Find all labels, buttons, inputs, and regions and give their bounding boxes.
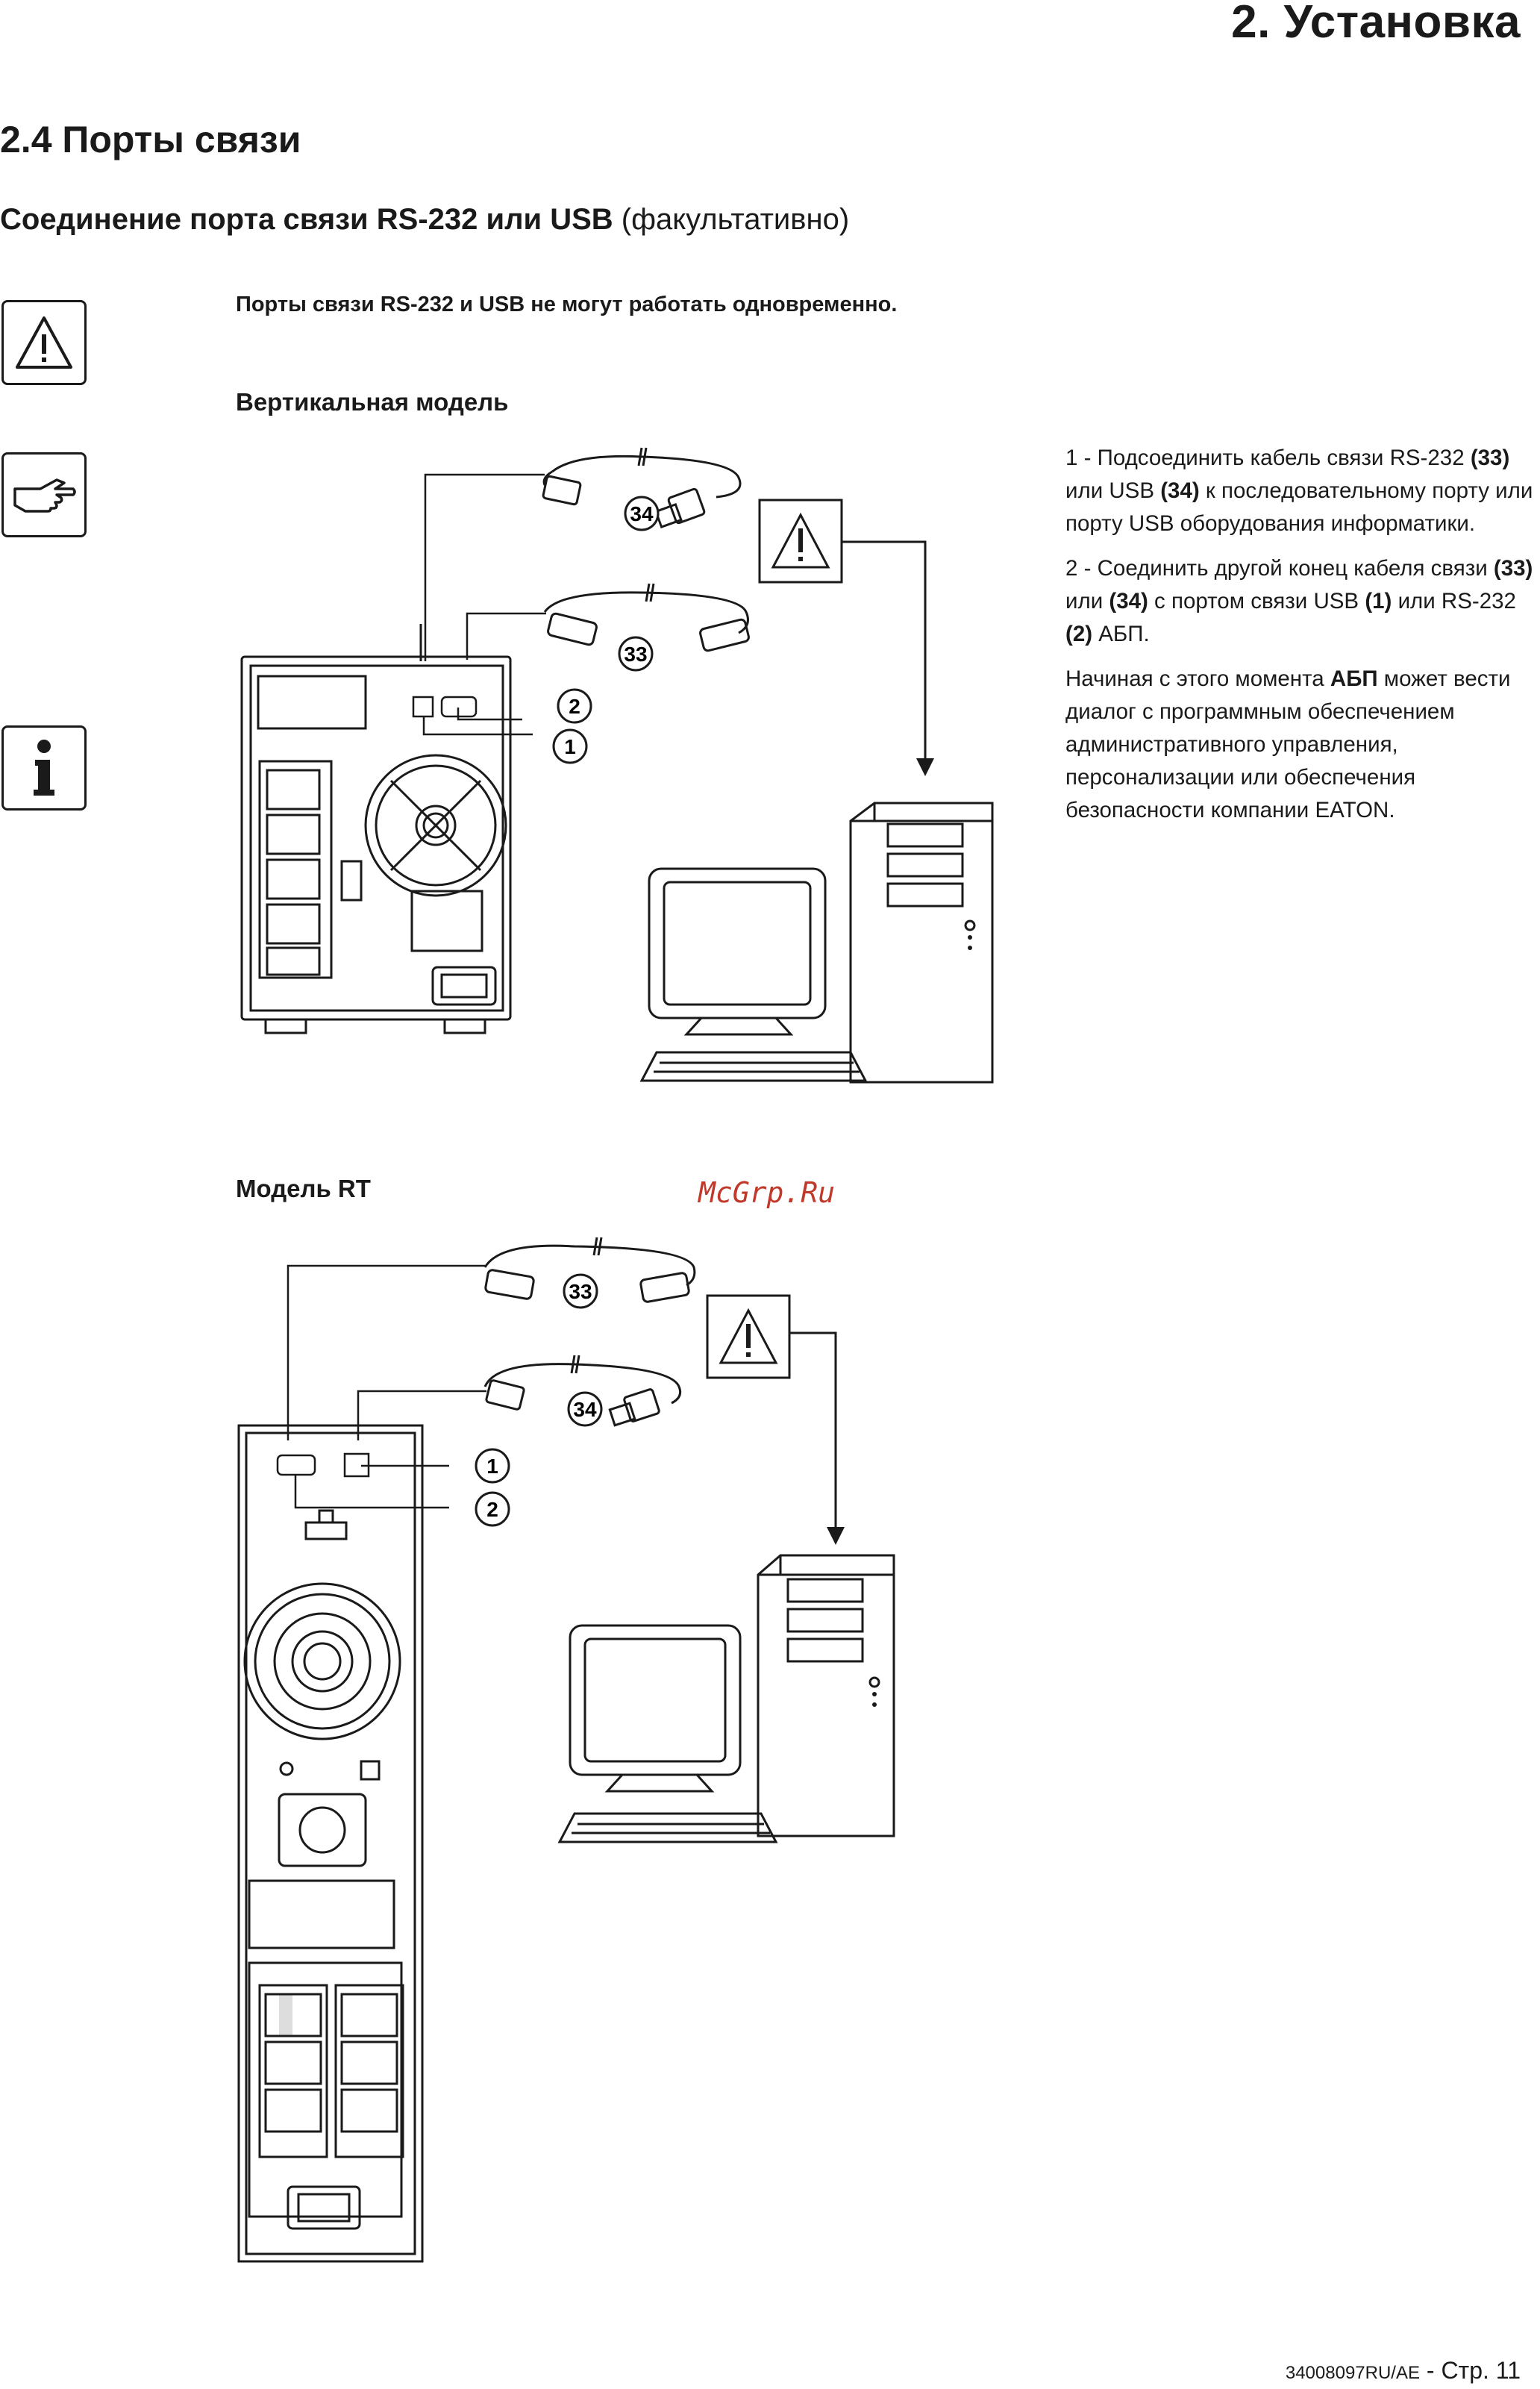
svg-text:1: 1 — [564, 735, 576, 758]
instructions: 1 - Подсоединить кабель связи RS-232 (33… — [1065, 442, 1540, 839]
callout-33: 33 — [563, 1273, 598, 1309]
step-2: 2 - Соединить другой конец кабеля связи … — [1065, 556, 1533, 646]
subtitle: Соединение порта связи RS-232 или USB (ф… — [0, 203, 849, 237]
usb-cable-34 — [483, 1355, 682, 1427]
note: Начиная с этого момента АБП может вести … — [1065, 666, 1511, 822]
usb-cable-34 — [542, 447, 742, 529]
pc-tower — [849, 802, 994, 1084]
warning-note: Порты связи RS-232 и USB не могут работа… — [236, 293, 898, 316]
subtitle-bold: Соединение порта связи RS-232 или USB — [0, 203, 613, 236]
callout-1: 1 — [475, 1448, 510, 1484]
callout-34: 34 — [567, 1391, 603, 1427]
callout-2: 2 — [475, 1491, 510, 1527]
vertical-model-diagram: 34 33 2 1 — [240, 447, 994, 1084]
callout-1: 1 — [552, 728, 588, 764]
callout-2: 2 — [557, 688, 592, 724]
watermark: McGrp.Ru — [698, 1176, 836, 1209]
svg-text:1: 1 — [486, 1455, 498, 1478]
pc-tower — [757, 1554, 895, 1837]
subtitle-normal: (факультативно) — [613, 203, 850, 236]
monitor — [639, 867, 868, 1082]
monitor — [557, 1624, 778, 1843]
section-title: 2.4 Порты связи — [0, 119, 301, 160]
rt-model-diagram: 33 34 1 2 — [237, 1237, 895, 2263]
svg-text:2: 2 — [569, 695, 580, 718]
page-number: - Стр. 11 — [1420, 2357, 1521, 2384]
rs232-cable-33 — [543, 583, 750, 652]
ups-rt — [237, 1424, 424, 2263]
svg-text:34: 34 — [630, 502, 654, 525]
callout-34: 34 — [624, 496, 660, 531]
rt-model-title: Модель RT — [236, 1175, 371, 1202]
warning-triangle-icon — [1, 300, 87, 385]
callout-33: 33 — [618, 636, 654, 672]
pointing-hand-icon — [1, 452, 87, 537]
rs232-cable-33 — [483, 1237, 696, 1303]
doc-number: 34008097RU/AE — [1285, 2363, 1420, 2383]
vertical-model-title: Вертикальная модель — [236, 388, 509, 416]
svg-text:2: 2 — [486, 1498, 498, 1521]
step-1: 1 - Подсоединить кабель связи RS-232 (33… — [1065, 446, 1533, 536]
chapter-title: 2. Установка — [1231, 0, 1521, 48]
page-footer: 34008097RU/AE - Стр. 11 — [1286, 2357, 1521, 2385]
ups-tower — [240, 655, 512, 1034]
svg-text:33: 33 — [624, 643, 647, 666]
svg-text:34: 34 — [573, 1398, 597, 1421]
info-icon — [1, 725, 87, 811]
svg-text:33: 33 — [569, 1280, 592, 1303]
